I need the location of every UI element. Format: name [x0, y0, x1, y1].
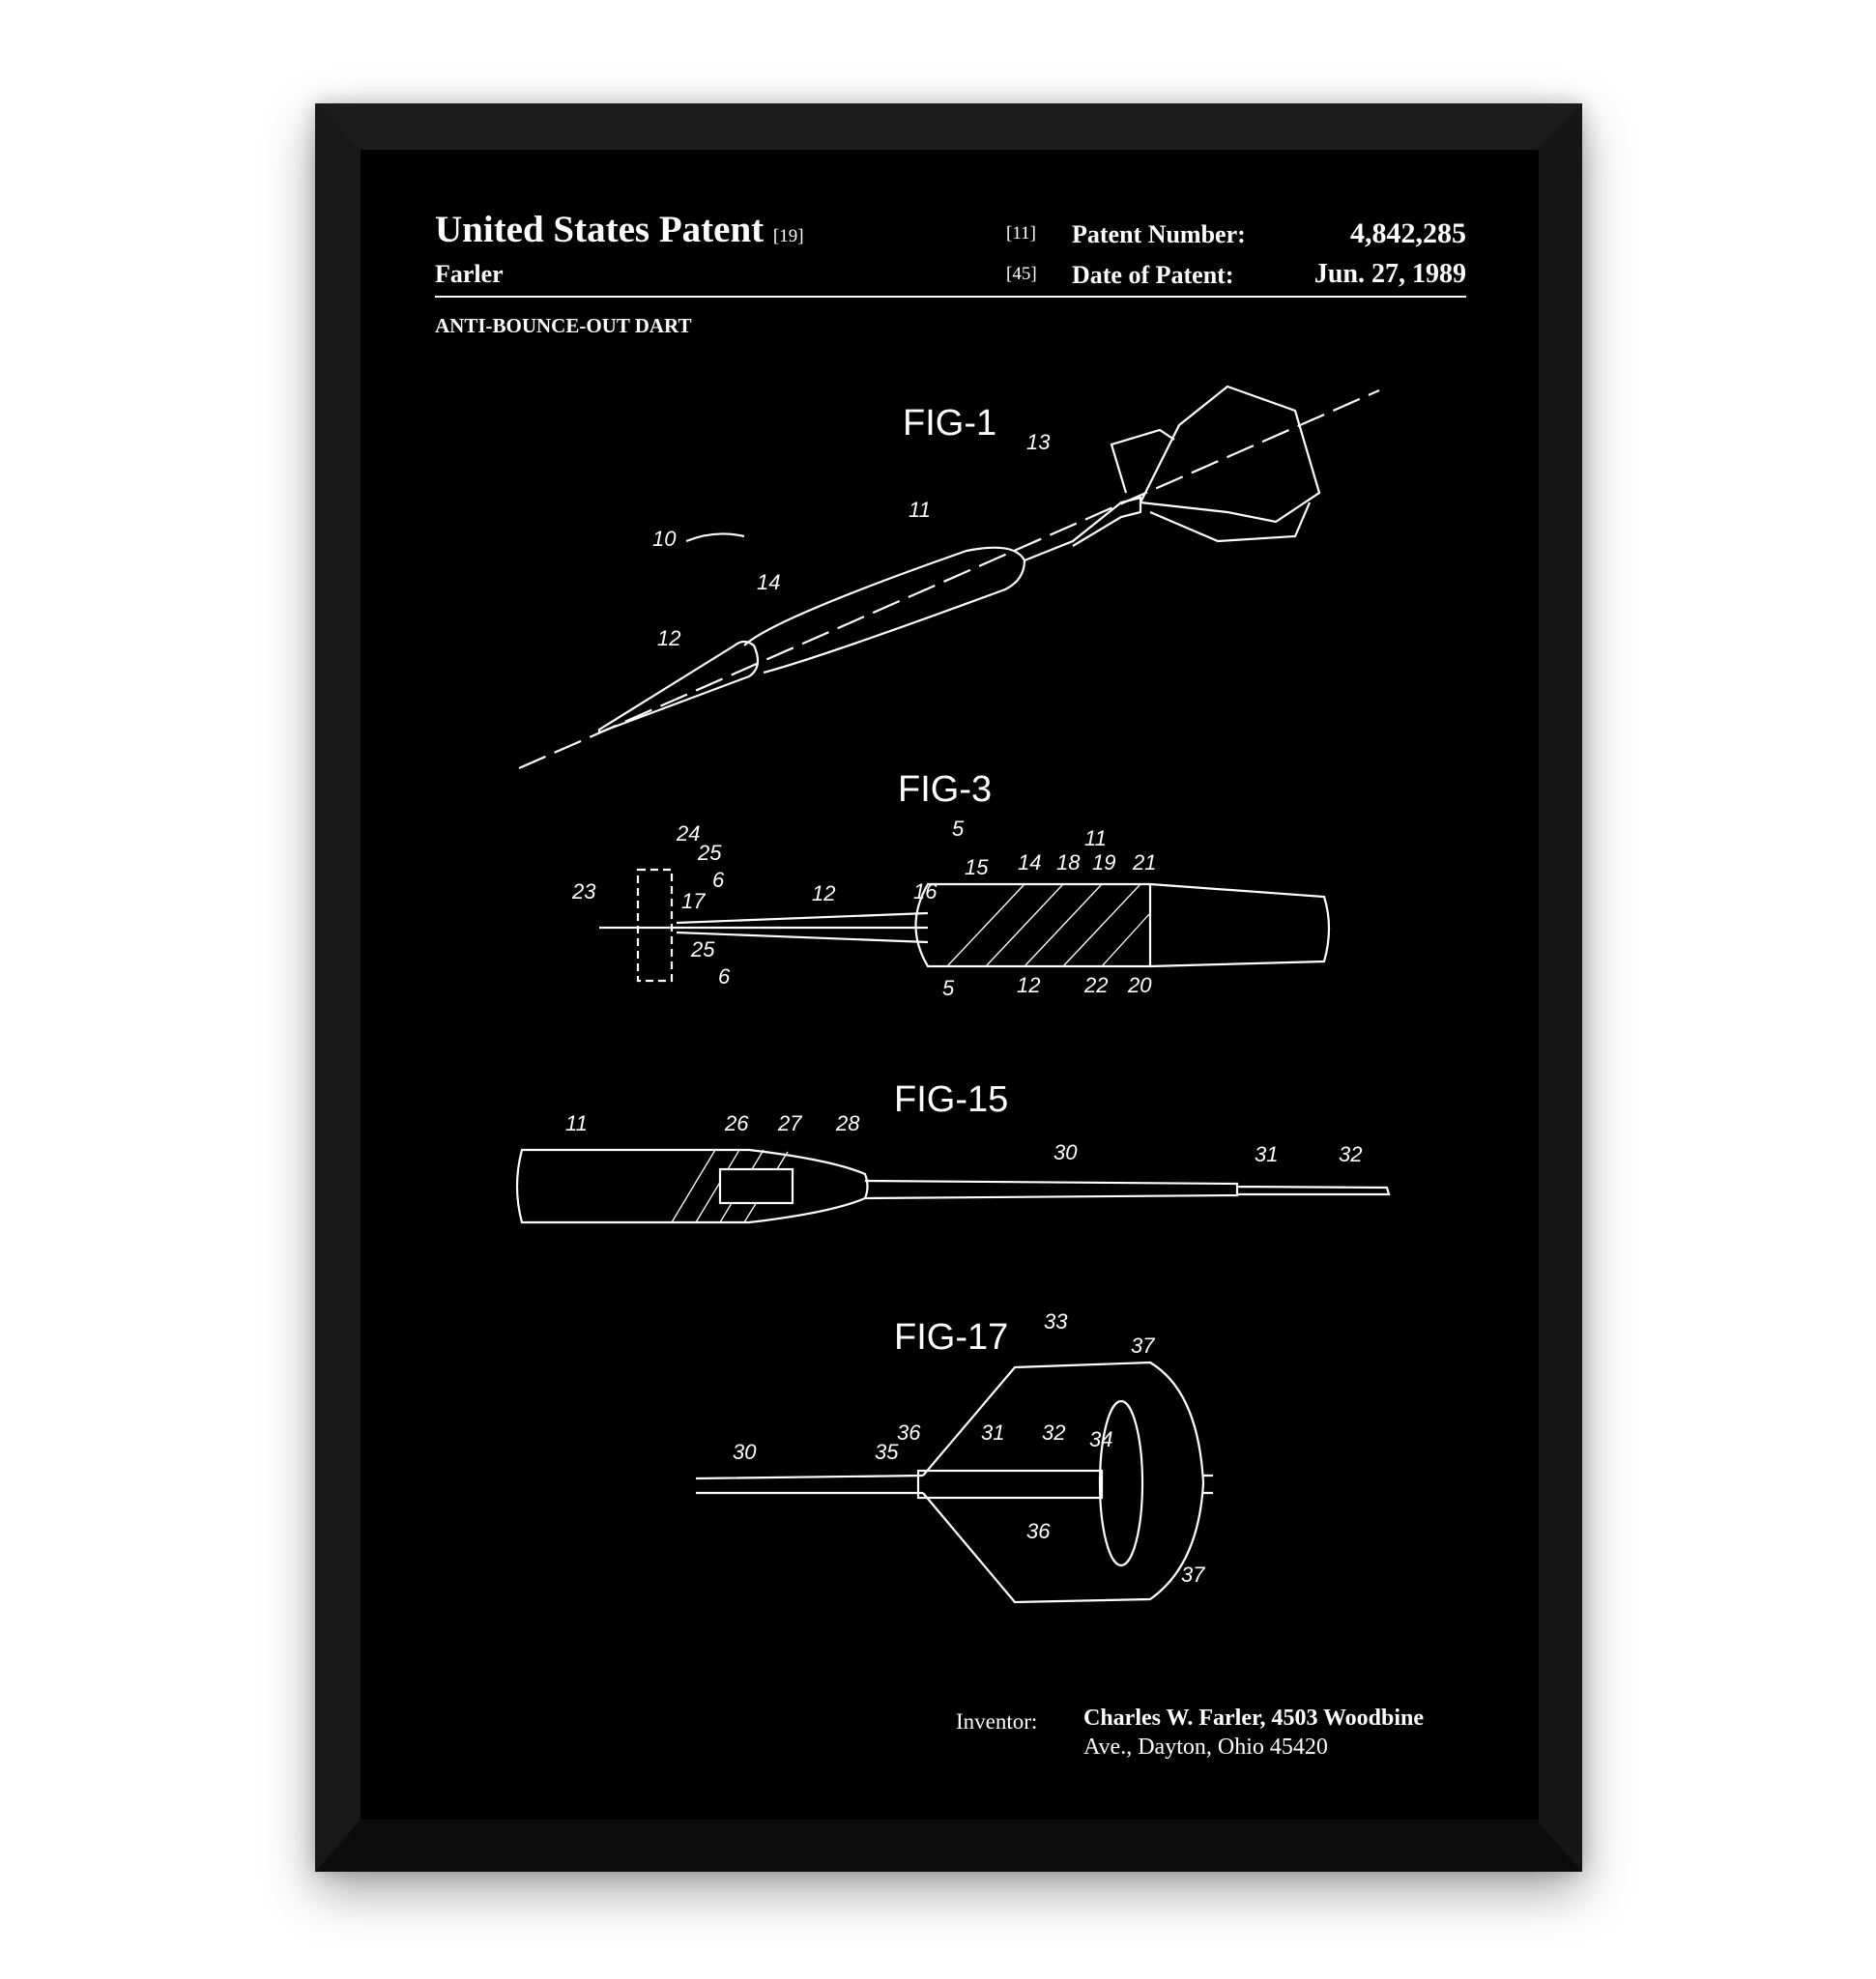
inventor-line2: Ave., Dayton, Ohio 45420: [1083, 1735, 1328, 1760]
ref-label: 34: [1089, 1427, 1112, 1451]
ref-label: 24: [676, 821, 700, 846]
ref-label: 15: [965, 855, 989, 879]
ref-label: 5: [942, 976, 955, 1000]
ref-label: 5: [952, 817, 965, 841]
ref-label: 32: [1339, 1142, 1362, 1166]
ref-label: 6: [718, 964, 731, 989]
inventor-line1: Charles W. Farler, 4503 Woodbine: [1083, 1706, 1425, 1731]
ref-label: 21: [1132, 850, 1156, 875]
ref-label: 12: [1017, 973, 1040, 997]
ref-label: 32: [1042, 1420, 1065, 1445]
patent-number: 4,842,285: [1350, 217, 1466, 249]
ref-label: 30: [733, 1440, 757, 1464]
fig15-drawing: FIG-15 11 26 27 28 30 31 32: [515, 1079, 1391, 1224]
ref-label: 12: [657, 626, 680, 650]
patent-poster: United States Patent [19] Farler [11] Pa…: [361, 150, 1539, 1820]
ref-label: 19: [1092, 850, 1115, 875]
ref-label: 36: [1026, 1519, 1051, 1543]
ref-label: 11: [565, 1111, 588, 1135]
ref-label: 25: [690, 937, 715, 961]
fig1-label: FIG-1: [903, 403, 996, 444]
ref-label: 12: [812, 881, 835, 905]
fig3-label: FIG-3: [898, 769, 992, 810]
ref-label: 28: [835, 1111, 860, 1135]
ref-label: 20: [1127, 973, 1152, 997]
ref-label: 13: [1026, 430, 1051, 454]
ref-label: 11: [909, 498, 931, 522]
date-ref: [45]: [1006, 264, 1037, 284]
header-rule: [435, 296, 1466, 298]
fig1-drawing: FIG-1 10 11 12 13 14: [518, 385, 1380, 770]
ref-label: 27: [777, 1111, 802, 1135]
fig17-drawing: FIG-17 33 37 36 31 32 34 35 30 36 37: [695, 1309, 1213, 1604]
fig17-label: FIG-17: [894, 1317, 1008, 1358]
patent-date: Jun. 27, 1989: [1313, 259, 1466, 289]
ref-label: 23: [571, 879, 596, 903]
ref-label: 31: [1255, 1142, 1278, 1166]
patent-drawings: FIG-1 10 11 12 13 14 FIG-3 5 11 1: [515, 385, 1391, 1604]
inventor-label: Inventor:: [956, 1709, 1038, 1734]
ref-label: 17: [681, 889, 706, 913]
ref-label: 16: [913, 879, 938, 903]
patent-title: United States Patent [19]: [435, 209, 804, 250]
inventor-surname: Farler: [435, 260, 504, 288]
ref-label: 37: [1131, 1334, 1155, 1358]
invention-title: ANTI-BOUNCE-OUT DART: [435, 314, 692, 337]
patent-number-label: Patent Number:: [1072, 220, 1246, 248]
ref-label: 35: [875, 1440, 899, 1464]
fig15-label: FIG-15: [894, 1079, 1008, 1120]
ref-label: 25: [697, 841, 722, 865]
ref-label: 36: [897, 1420, 921, 1445]
ref-label: 30: [1053, 1140, 1078, 1164]
ref-label: 14: [1018, 850, 1041, 875]
ref-label: 26: [724, 1111, 749, 1135]
date-label: Date of Patent:: [1072, 261, 1234, 289]
ref-label: 18: [1056, 850, 1081, 875]
fig3-drawing: FIG-3 5 11 14 15 18 19 21 16 12 23 24 25…: [571, 769, 1331, 1000]
ref-label: 14: [757, 570, 780, 594]
ref-label: 11: [1084, 826, 1107, 850]
ref-label: 33: [1044, 1309, 1068, 1334]
patent-number-ref: [11]: [1006, 223, 1036, 244]
ref-label: 31: [981, 1420, 1004, 1445]
ref-label: 22: [1083, 973, 1108, 997]
ref-label: 6: [712, 868, 725, 892]
ref-label: 10: [652, 527, 677, 551]
ref-label: 37: [1181, 1563, 1205, 1587]
